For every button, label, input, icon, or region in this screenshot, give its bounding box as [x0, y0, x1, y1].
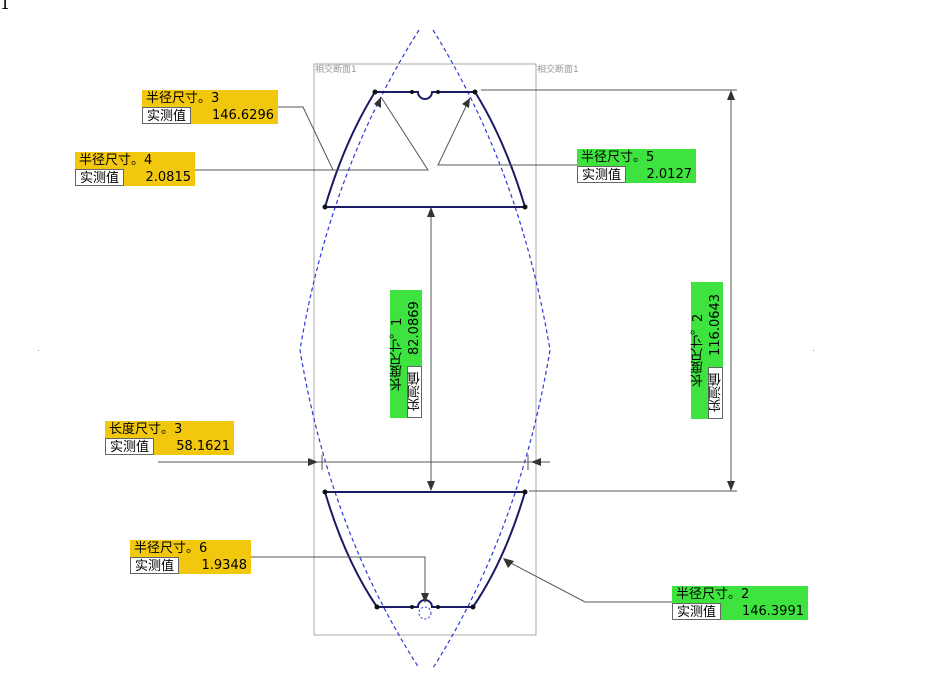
- corner-mark: 1: [0, 0, 11, 13]
- callout-title: 半径尺寸。2: [672, 586, 808, 603]
- stray-marks: [38, 350, 814, 351]
- callout-radius-5[interactable]: 半径尺寸。5 实测值 2.0127: [577, 149, 696, 183]
- callout-radius-6[interactable]: 半径尺寸。6 实测值 1.9348: [130, 540, 251, 574]
- callout-title: 半径尺寸。5: [577, 149, 696, 166]
- leader-lines: [158, 89, 737, 603]
- callout-radius-3[interactable]: 半径尺寸。3 实测值 146.6296: [142, 90, 278, 124]
- callout-length-2[interactable]: 长度尺寸。2 实测值 116.0643: [691, 282, 727, 419]
- callout-title: 长度尺寸。1: [390, 290, 407, 418]
- callout-length-3[interactable]: 长度尺寸。3 实测值 58.1621: [105, 421, 234, 455]
- callout-label: 实测值: [75, 169, 125, 186]
- callout-length-1[interactable]: 长度尺寸。1 实测值 82.0869: [390, 290, 438, 418]
- callout-title: 半径尺寸。6: [130, 540, 251, 557]
- callout-label: 实测值: [105, 438, 155, 455]
- callout-value: 2.0815: [145, 170, 192, 185]
- profile-vertices: [322, 89, 528, 610]
- section-label-right: 相交断面1: [537, 63, 579, 75]
- callout-title: 半径尺寸。3: [142, 90, 278, 107]
- callout-value: 146.3991: [741, 604, 804, 619]
- callout-label: 实测值: [130, 557, 180, 574]
- arrowheads: [308, 90, 735, 603]
- callout-radius-4[interactable]: 半径尺寸。4 实测值 2.0815: [75, 152, 195, 186]
- callout-value: 58.1621: [176, 439, 230, 454]
- callout-title: 长度尺寸。3: [105, 421, 234, 438]
- callout-label: 实测值: [672, 603, 722, 620]
- top-profile: [324, 91, 526, 208]
- callout-title: 长度尺寸。2: [691, 282, 708, 419]
- callout-value: 146.6296: [211, 108, 274, 123]
- callout-label: 实测值: [708, 367, 724, 419]
- section-rect: [313, 63, 537, 636]
- callout-radius-2[interactable]: 半径尺寸。2 实测值 146.3991: [672, 586, 808, 620]
- callout-label: 实测值: [577, 166, 627, 183]
- section-label-left: 相交断面1: [315, 63, 357, 75]
- dashed-profile-left: [299, 29, 420, 669]
- callout-label: 实测值: [142, 107, 192, 124]
- callout-value: 2.0127: [646, 167, 693, 182]
- callout-value: 82.0869: [407, 290, 422, 366]
- dashed-profile-right: [432, 29, 551, 669]
- callout-label: 实测值: [407, 366, 423, 418]
- bottom-arc-center: [418, 606, 432, 620]
- callout-value: 1.9348: [201, 558, 248, 573]
- callout-title: 半径尺寸。4: [75, 152, 195, 169]
- callout-value: 116.0643: [708, 282, 723, 367]
